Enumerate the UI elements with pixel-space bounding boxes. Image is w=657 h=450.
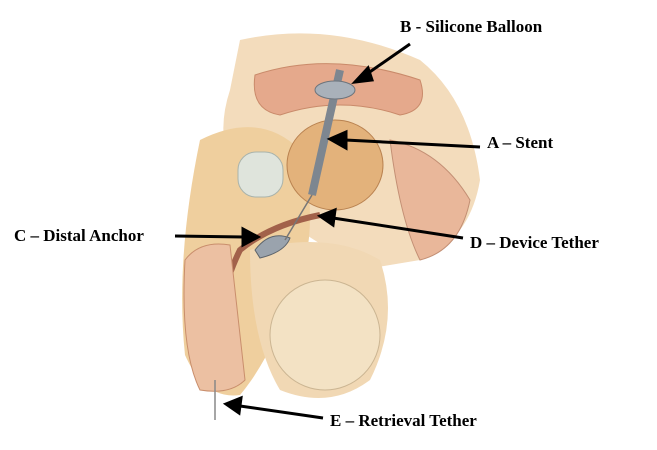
arrow-d — [332, 216, 464, 240]
label-silicone-balloon: B - Silicone Balloon — [400, 17, 543, 36]
label-stent: A – Stent — [487, 133, 554, 152]
prostate — [286, 119, 384, 211]
distal-anchor — [254, 235, 291, 259]
scrotum — [269, 279, 381, 391]
label-distal-anchor: C – Distal Anchor — [14, 226, 144, 245]
label-retrieval-tether: E – Retrieval Tether — [330, 411, 477, 430]
silicone-balloon — [314, 80, 356, 100]
arrow-e — [239, 404, 324, 420]
arrow-c — [174, 234, 245, 239]
device — [214, 69, 356, 420]
label-device-tether: D – Device Tether — [470, 233, 599, 252]
device-tether — [284, 194, 313, 241]
arrow-b — [363, 42, 411, 78]
arrow-a — [344, 138, 481, 149]
pubic-bone — [237, 151, 284, 198]
leader-arrows — [174, 42, 481, 420]
penile-shaft — [183, 243, 246, 392]
